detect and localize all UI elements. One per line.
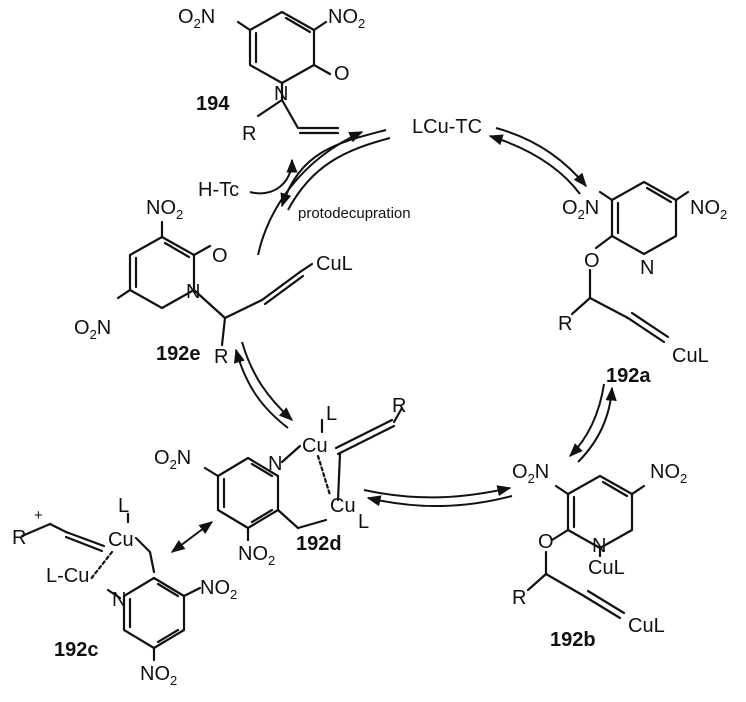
cation-charge-label: + xyxy=(34,507,43,524)
cul-label: CuL xyxy=(316,253,353,275)
ligand-label: L xyxy=(326,403,337,425)
oxygen-label: O xyxy=(212,245,228,267)
svg-text:O2N: O2N xyxy=(562,197,599,222)
arrow-h-tc xyxy=(249,158,298,195)
catalyst-label: LCu-TC xyxy=(412,116,482,138)
compound-label-192c: 192c xyxy=(54,639,99,661)
r-group-label: R xyxy=(242,123,256,145)
ligand-label: L xyxy=(358,511,369,533)
no2-label: O xyxy=(74,317,90,339)
svg-text:NO2: NO2 xyxy=(200,577,237,602)
no2-label: NO xyxy=(238,543,268,565)
arrow-192d-192c-resonance xyxy=(170,521,214,553)
oxygen-label: O xyxy=(334,63,350,85)
svg-text:O2N: O2N xyxy=(178,6,215,31)
oxygen-label: O xyxy=(538,531,554,553)
svg-text:O2N: O2N xyxy=(512,461,549,486)
ligand-label: L xyxy=(118,495,129,517)
no2-label: NO xyxy=(650,461,680,483)
no2-label: NO xyxy=(146,197,176,219)
no2-label: NO xyxy=(140,663,170,685)
r-group-label: R xyxy=(512,587,526,609)
nitrogen-label: N xyxy=(592,535,606,557)
no2-label: NO xyxy=(690,197,720,219)
svg-text:NO2: NO2 xyxy=(328,6,365,31)
svg-text:NO2: NO2 xyxy=(140,663,177,688)
compound-192d: O2N N Cu L Cu L R NO2 192d xyxy=(154,395,406,568)
svg-text:O2N: O2N xyxy=(154,447,191,472)
compound-label-192e: 192e xyxy=(156,343,201,365)
oxygen-label: O xyxy=(584,250,600,272)
compound-label-192b: 192b xyxy=(550,629,596,651)
cul-label: CuL xyxy=(628,615,665,637)
nitrogen-label: N xyxy=(640,257,654,279)
proton-source-label: H-Tc xyxy=(198,179,239,201)
no2-label: O xyxy=(178,6,194,28)
cycle-arrows xyxy=(170,127,617,553)
nitrogen-label: N xyxy=(186,281,200,303)
compound-192a: O2N NO2 O N R CuL 192a xyxy=(558,180,727,387)
compound-192b: O2N NO2 O N CuL R CuL 192b xyxy=(512,461,687,651)
svg-text:NO2: NO2 xyxy=(690,197,727,222)
nitrogen-label: N xyxy=(112,589,126,611)
nitrogen-label: N xyxy=(268,453,282,475)
cu-label: Cu xyxy=(330,495,356,517)
compound-192e: NO2 O N O2N CuL R 192e xyxy=(74,197,353,368)
compound-label-192d: 192d xyxy=(296,533,342,555)
svg-text:O2N: O2N xyxy=(74,317,111,342)
compound-194: O2N NO2 O N R 194 xyxy=(178,6,365,145)
arrow-192e-to-194 xyxy=(257,131,364,256)
svg-text:NO2: NO2 xyxy=(146,197,183,222)
no2-label: O xyxy=(512,461,528,483)
step-label-protodecupration: protodecupration xyxy=(298,205,411,222)
cu-label: Cu xyxy=(302,435,328,457)
cu-label: Cu xyxy=(108,529,134,551)
no2-label: O xyxy=(562,197,578,219)
cul-label: CuL xyxy=(588,557,625,579)
nitrogen-label: N xyxy=(274,83,288,105)
arrow-192d-to-192b xyxy=(363,485,512,499)
compound-label-192a: 192a xyxy=(606,365,651,387)
no2-label: O xyxy=(154,447,170,469)
svg-text:NO2: NO2 xyxy=(650,461,687,486)
r-group-label: R xyxy=(12,527,26,549)
arrow-192e-to-192d xyxy=(241,341,294,421)
svg-text:NO2: NO2 xyxy=(238,543,275,568)
lcu-label: L-Cu xyxy=(46,565,89,587)
arrow-192a-to-192b xyxy=(569,383,605,457)
r-group-label: R xyxy=(392,395,406,417)
r-group-label: R xyxy=(214,346,228,368)
r-group-label: R xyxy=(558,313,572,335)
compound-192c: R + L Cu L-Cu N NO2 NO2 192c xyxy=(12,495,237,688)
no2-label: NO xyxy=(328,6,358,28)
arrow-catalyst-to-192a xyxy=(495,127,587,188)
compound-label-194: 194 xyxy=(196,93,230,115)
cul-label: CuL xyxy=(672,345,709,367)
no2-label: NO xyxy=(200,577,230,599)
